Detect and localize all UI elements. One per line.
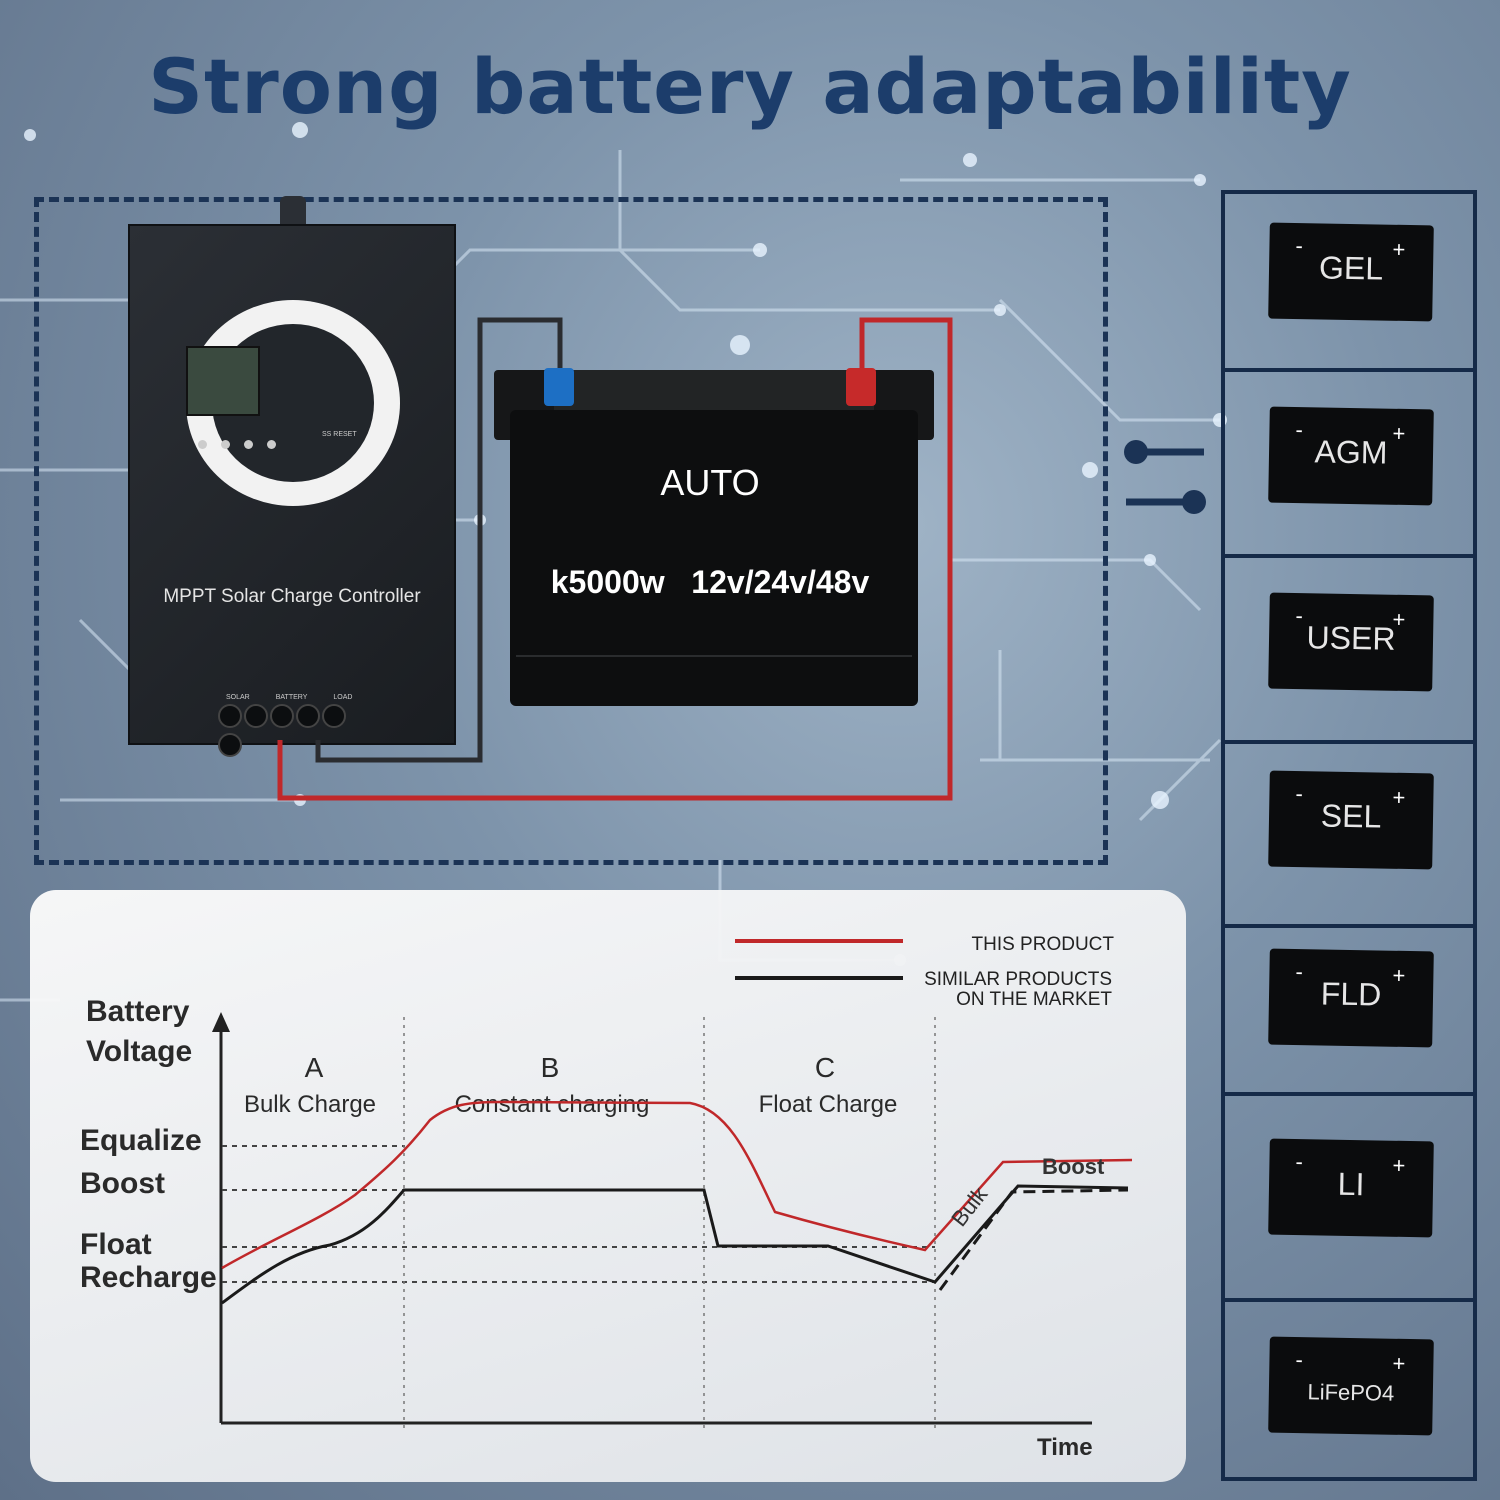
stage-b-letter: B [541,1052,560,1083]
controller-mount-tab [280,196,306,228]
battery-mode-label: AUTO [660,462,760,503]
legend-similar-line1: SIMILAR PRODUCTS [924,969,1112,990]
battery-type-agm: -+ AGM [1225,372,1473,558]
level-label-boost: Boost [80,1167,165,1200]
battery-type-sel: -+ SEL [1225,744,1473,928]
controller-button [267,440,276,449]
y-axis-arrow-icon [212,1012,230,1032]
page-title: Strong battery adaptability [148,42,1352,131]
stage-c-name: Float Charge [759,1091,898,1118]
battery-type-user: -+ USER [1225,558,1473,744]
controller-label: MPPT Solar Charge Controller [163,586,421,607]
charge-controller: SS RESET MPPT Solar Charge Controller SO… [128,224,456,757]
y-axis-label-line2: Voltage [86,1035,192,1068]
legend-this-product: THIS PRODUCT [972,934,1115,955]
level-label-equalize: Equalize [80,1124,202,1157]
annotation-boost: Boost [1042,1154,1105,1179]
terminal [218,733,242,757]
stage-a-letter: A [305,1052,324,1083]
level-label-float: Float [80,1228,152,1261]
controller-lcd-screen [186,346,260,416]
controller-reset-label: SS RESET [322,431,357,438]
series-similar-products [221,1184,1129,1305]
controller-button [244,440,253,449]
battery-band [516,655,912,657]
negative-wire [315,317,563,763]
battery-positive-terminal [846,368,876,406]
connection-frame [34,197,1108,865]
battery-lid-panel [554,370,874,410]
terminal-label-solar: SOLAR [226,694,250,701]
battery-type-li: -+ LI [1225,1096,1473,1302]
y-axis-label-line1: Battery [86,995,190,1028]
bidirectional-arrow-icon [1124,440,1206,514]
series-this-product [221,1100,1133,1270]
terminal-label-load: LOAD [333,694,353,701]
controller-button [198,440,207,449]
battery-negative-terminal [544,368,574,406]
battery-spec-label: k5000w 12v/24v/48v [550,564,870,600]
legend-similar-line2: ON THE MARKET [956,989,1112,1010]
charging-curve-panel [30,890,1186,1482]
battery-type-fld: -+ FLD [1225,928,1473,1096]
level-label-recharge: Recharge [80,1261,217,1294]
stage-a-name: Bulk Charge [244,1091,376,1118]
x-axis-label: Time [1037,1434,1093,1461]
positive-wire [277,317,953,801]
terminal [218,704,242,728]
terminal [270,704,294,728]
controller-buttons [198,436,308,456]
terminal-label-battery: BATTERY [275,694,308,701]
terminal [244,704,268,728]
stage-b-name: Constant charging [455,1091,650,1118]
controller-terminals [218,704,368,757]
stage-c-letter: C [815,1052,835,1083]
terminal [322,704,346,728]
terminal [296,704,320,728]
battery-type-list: -+ GEL -+ AGM -+ USER -+ SEL -+ FLD -+ L… [1221,190,1477,1481]
series-similar-products-dashed [938,1188,1129,1291]
battery-type-gel: -+ GEL [1225,194,1473,372]
controller-terminal-labels: SOLAR BATTERY LOAD [226,694,386,701]
controller-button [221,440,230,449]
